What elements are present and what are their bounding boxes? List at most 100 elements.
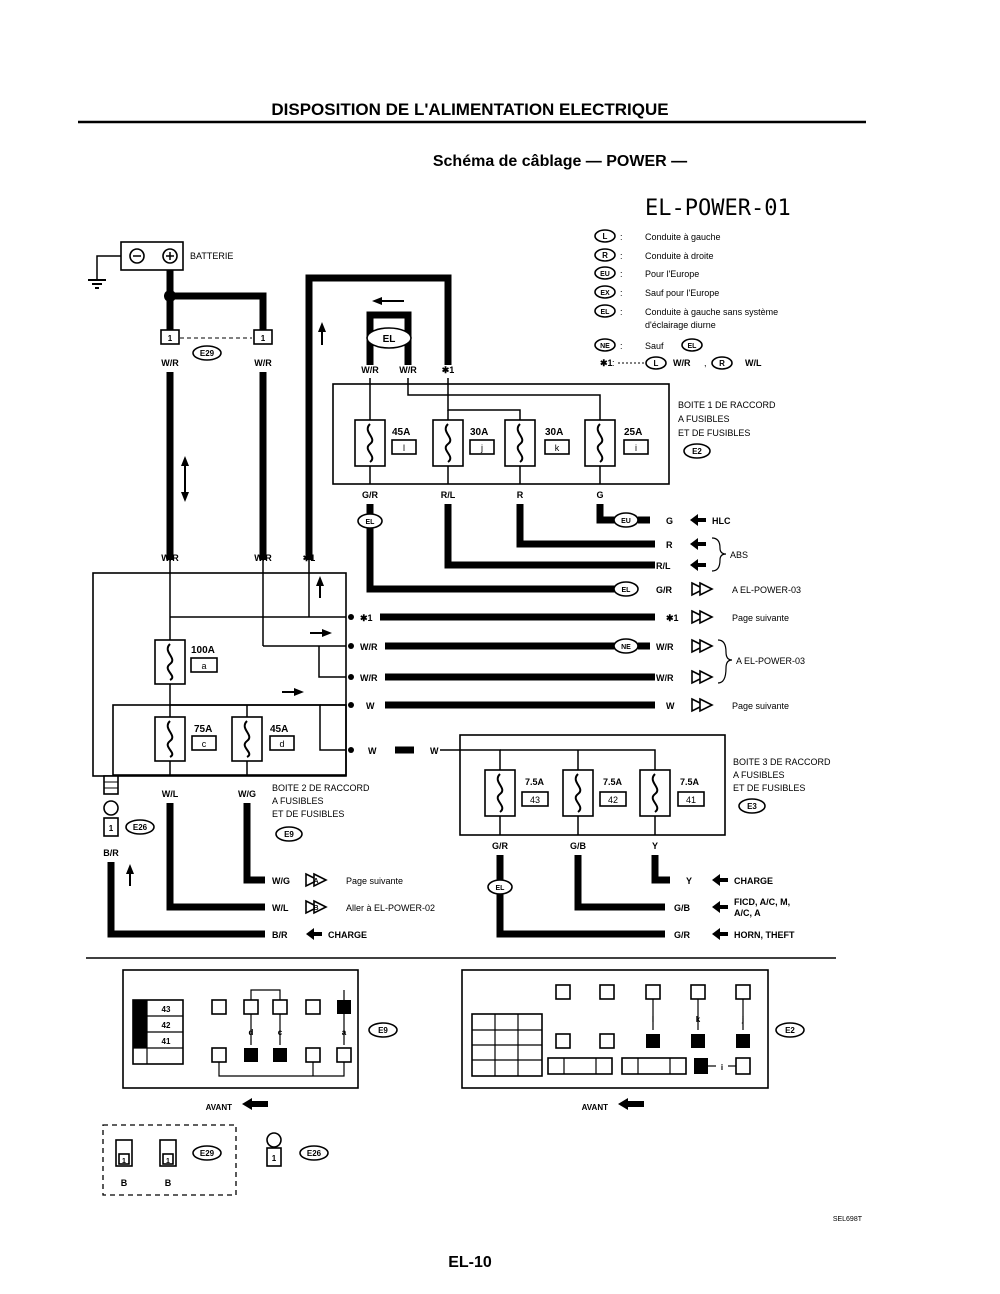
svg-text:Sauf: Sauf bbox=[645, 341, 664, 351]
svg-text:42: 42 bbox=[162, 1021, 171, 1030]
svg-text::: : bbox=[612, 358, 615, 368]
svg-text:Y: Y bbox=[686, 876, 692, 886]
svg-text:42: 42 bbox=[608, 795, 618, 805]
svg-text:G/B: G/B bbox=[570, 841, 587, 851]
svg-text:G/B: G/B bbox=[674, 903, 691, 913]
svg-text:Pour l'Europe: Pour l'Europe bbox=[645, 269, 699, 279]
connector-e29-view: 1 1 E29 B B bbox=[102, 1124, 237, 1196]
fuse-a: 100A a bbox=[154, 639, 218, 685]
svg-text:A FUSIBLES: A FUSIBLES bbox=[733, 770, 785, 780]
svg-text:A FUSIBLES: A FUSIBLES bbox=[272, 796, 324, 806]
fuse-c: 75A c bbox=[154, 716, 217, 762]
svg-text:W/R: W/R bbox=[254, 358, 272, 368]
svg-text::: : bbox=[620, 307, 623, 317]
battery-feed-wires: 1 1 E29 W/R W/R W/R W/R ✱1 bbox=[160, 270, 315, 563]
svg-text:EL: EL bbox=[383, 334, 396, 345]
svg-text:1: 1 bbox=[109, 824, 114, 833]
svg-text:AVANT: AVANT bbox=[582, 1103, 608, 1112]
svg-text:✱1: ✱1 bbox=[600, 358, 613, 368]
svg-text:c: c bbox=[202, 739, 207, 749]
svg-text:AVANT: AVANT bbox=[206, 1103, 232, 1112]
svg-text:Page suivante: Page suivante bbox=[346, 876, 403, 886]
svg-text:45A: 45A bbox=[270, 724, 288, 735]
svg-text:EL: EL bbox=[688, 343, 698, 350]
box2-right-wires: ✱1 W/R W/R W W W bbox=[348, 613, 655, 756]
svg-text:EX: EX bbox=[600, 290, 610, 297]
svg-text:L: L bbox=[603, 232, 608, 241]
svg-text:EL: EL bbox=[496, 885, 506, 892]
svg-text:W/R: W/R bbox=[360, 673, 378, 683]
legend-note: ✱1 : L W/R , R W/L bbox=[600, 356, 762, 370]
svg-text:G/R: G/R bbox=[492, 841, 509, 851]
fuse-i: 25A i bbox=[584, 419, 649, 467]
svg-text:R: R bbox=[602, 251, 608, 260]
svg-text:E2: E2 bbox=[785, 1026, 795, 1035]
svg-text:NE: NE bbox=[600, 343, 610, 350]
svg-text:d: d bbox=[279, 739, 284, 749]
legend-row-5: EL : Conduite à gauche sans système d'éc… bbox=[594, 304, 778, 330]
svg-text:✱1: ✱1 bbox=[666, 613, 679, 623]
fuse-l: 45A l bbox=[354, 419, 417, 467]
svg-text:Y: Y bbox=[652, 841, 658, 851]
svg-text:7.5A: 7.5A bbox=[525, 777, 545, 787]
svg-text:43: 43 bbox=[162, 1005, 171, 1014]
fuse-42: 7.5A 42 bbox=[562, 769, 627, 817]
svg-text:45A: 45A bbox=[392, 427, 410, 438]
svg-text:W/R: W/R bbox=[161, 553, 179, 563]
svg-text:W/L: W/L bbox=[745, 358, 762, 368]
svg-text:W: W bbox=[666, 701, 675, 711]
fuse-j: 30A j bbox=[432, 419, 495, 467]
svg-text:30A: 30A bbox=[470, 427, 488, 438]
svg-text:Aller à EL-POWER-02: Aller à EL-POWER-02 bbox=[346, 903, 435, 913]
svg-text:41: 41 bbox=[162, 1037, 171, 1046]
svg-text::: : bbox=[620, 269, 623, 279]
svg-text:43: 43 bbox=[530, 795, 540, 805]
svg-text:EL: EL bbox=[601, 309, 611, 316]
fuse-43: 7.5A 43 bbox=[484, 769, 549, 817]
svg-text:R: R bbox=[719, 359, 725, 368]
svg-text:W/R: W/R bbox=[656, 673, 674, 683]
svg-text::: : bbox=[620, 232, 623, 242]
svg-text:EL: EL bbox=[366, 519, 376, 526]
legend-row-4: EX : Sauf pour l'Europe bbox=[594, 285, 719, 299]
fuse-box-1: 45A l 30A j 30A k 25A i bbox=[332, 378, 670, 485]
svg-text:A/C, A: A/C, A bbox=[734, 908, 761, 918]
svg-text:Page suivante: Page suivante bbox=[732, 701, 789, 711]
svg-text:W/R: W/R bbox=[254, 553, 272, 563]
fuse-box-3-label: BOITE 3 DE RACCORD A FUSIBLES ET DE FUSI… bbox=[733, 757, 831, 814]
svg-text:E3: E3 bbox=[747, 802, 757, 811]
svg-text:W/G: W/G bbox=[272, 876, 290, 886]
svg-text:E9: E9 bbox=[378, 1026, 388, 1035]
svg-text:W/L: W/L bbox=[272, 903, 289, 913]
svg-text:d: d bbox=[249, 1028, 254, 1037]
svg-text:B: B bbox=[121, 1178, 128, 1188]
svg-text:R/L: R/L bbox=[656, 561, 671, 571]
svg-text:Conduite à gauche sans système: Conduite à gauche sans système bbox=[645, 307, 778, 317]
svg-text:EL: EL bbox=[622, 587, 632, 594]
battery-label: BATTERIE bbox=[190, 251, 233, 261]
svg-text:1: 1 bbox=[166, 1158, 170, 1165]
connector-e9-view: 43 42 41 d c a E9 AVANT bbox=[122, 969, 398, 1112]
box1-output-wires: G/R R/L R G EL bbox=[357, 490, 655, 593]
fuse-41: 7.5A 41 bbox=[639, 769, 705, 817]
connector-e26-view: 1 E26 bbox=[266, 1132, 329, 1167]
svg-text:G: G bbox=[666, 516, 673, 526]
diagram-code: EL-POWER-01 bbox=[645, 196, 791, 221]
svg-text:a: a bbox=[342, 1028, 347, 1037]
svg-text:R/L: R/L bbox=[441, 490, 456, 500]
svg-text:W/R: W/R bbox=[161, 358, 179, 368]
svg-text::: : bbox=[620, 288, 623, 298]
svg-text:7.5A: 7.5A bbox=[603, 777, 623, 787]
svg-text::: : bbox=[620, 341, 623, 351]
svg-text:j: j bbox=[480, 443, 483, 453]
box2-bottom-wires: W/L W/G W/G A Page suivante W/L B Aller … bbox=[103, 775, 435, 940]
svg-text:Sauf pour l'Europe: Sauf pour l'Europe bbox=[645, 288, 719, 298]
svg-text:✱1: ✱1 bbox=[360, 613, 373, 623]
svg-text:W: W bbox=[368, 746, 377, 756]
svg-text:BOITE 1 DE RACCORD: BOITE 1 DE RACCORD bbox=[678, 400, 776, 410]
svg-text:W: W bbox=[430, 746, 439, 756]
svg-text:E2: E2 bbox=[692, 447, 702, 456]
svg-text:A FUSIBLES: A FUSIBLES bbox=[678, 414, 730, 424]
svg-text:EU: EU bbox=[600, 271, 610, 278]
